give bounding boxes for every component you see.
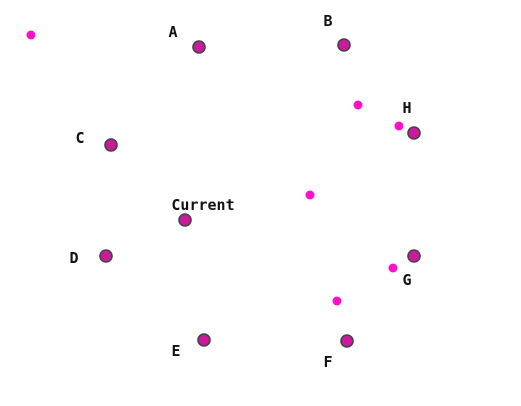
- node-e[interactable]: E: [171, 333, 211, 360]
- node-f-label: F: [323, 353, 332, 371]
- magenta-dot: [353, 100, 363, 110]
- node-h-label: H: [402, 99, 411, 117]
- node-e-label: E: [171, 342, 180, 360]
- node-b-label: B: [323, 12, 332, 30]
- node-d-label: D: [69, 249, 78, 267]
- node-current-marker[interactable]: [178, 213, 192, 227]
- node-h[interactable]: H: [402, 99, 421, 140]
- node-c-label: C: [75, 129, 84, 147]
- node-g-marker[interactable]: [407, 249, 421, 263]
- node-e-marker[interactable]: [197, 333, 211, 347]
- node-a-marker[interactable]: [192, 40, 206, 54]
- node-c-marker[interactable]: [104, 138, 118, 152]
- magenta-dot: [332, 296, 342, 306]
- node-c[interactable]: C: [75, 129, 118, 152]
- magenta-dot: [26, 30, 36, 40]
- magenta-dot: [394, 121, 404, 131]
- node-f[interactable]: F: [323, 334, 354, 371]
- node-d[interactable]: D: [69, 249, 113, 267]
- node-current-label: Current: [171, 196, 234, 214]
- node-current[interactable]: Current: [171, 196, 235, 227]
- node-g[interactable]: G: [402, 249, 421, 289]
- node-a[interactable]: A: [168, 23, 206, 54]
- node-b-marker[interactable]: [337, 38, 351, 52]
- node-h-marker[interactable]: [407, 126, 421, 140]
- node-b[interactable]: B: [323, 12, 351, 52]
- node-a-label: A: [168, 23, 177, 41]
- magenta-dot: [305, 190, 315, 200]
- node-g-label: G: [402, 271, 411, 289]
- node-d-marker[interactable]: [99, 249, 113, 263]
- magenta-dot: [388, 263, 398, 273]
- node-f-marker[interactable]: [340, 334, 354, 348]
